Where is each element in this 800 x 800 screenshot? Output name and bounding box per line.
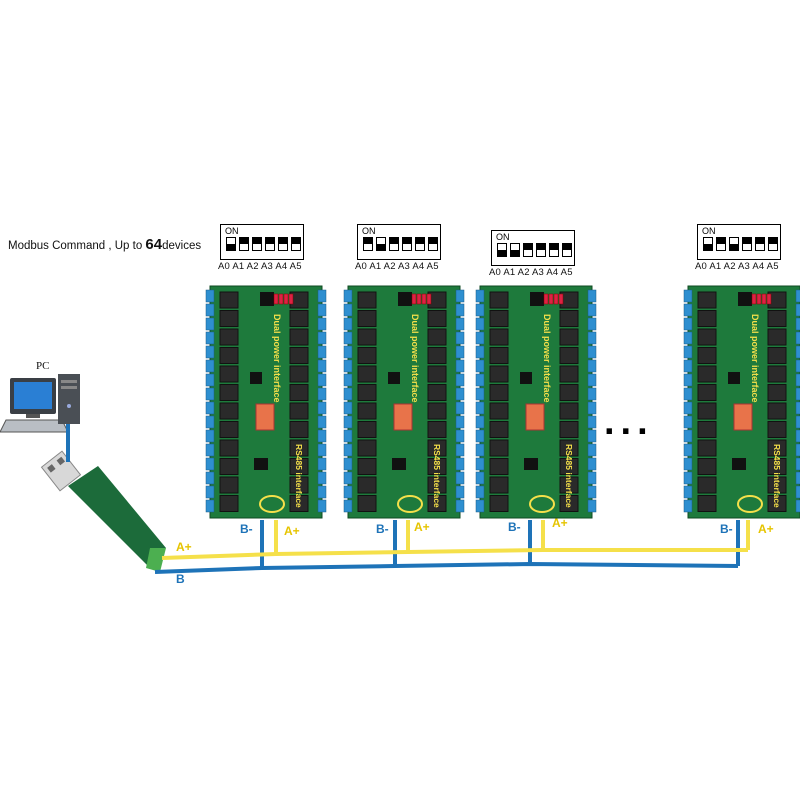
pc-computer-icon — [0, 374, 80, 433]
dip-switch-5 — [768, 237, 778, 251]
modbus-caption: Modbus Command , Up to 64devices — [8, 236, 201, 253]
caption-suffix: devices — [162, 240, 202, 252]
dual-power-label: Dual power interface — [410, 314, 420, 403]
dip-switch-1 — [376, 237, 386, 251]
b-minus-label: B- — [720, 522, 733, 536]
rs485-interface-label: RS485 interface — [294, 444, 304, 508]
rs485-interface-label: RS485 interface — [564, 444, 574, 508]
dip-switch-module-3: ON A0 A1 A2 A3 A4 A5 — [489, 230, 575, 278]
dip-switch-module-2: ON A0 A1 A2 A3 A4 A5 — [355, 224, 441, 272]
dip-on-label: ON — [362, 226, 376, 236]
dip-switch-box: ON — [697, 224, 781, 260]
dip-switch-3 — [402, 237, 412, 251]
caption-prefix: Modbus Command , Up to — [8, 240, 146, 252]
dip-pin-labels: A0 A1 A2 A3 A4 A5 — [218, 261, 302, 272]
b-bus-line — [154, 561, 739, 574]
dip-switch-3 — [265, 237, 275, 251]
a-plus-label: A+ — [284, 524, 300, 538]
a-bus-line — [161, 548, 748, 560]
dip-pin-labels: A0 A1 A2 A3 A4 A5 — [489, 267, 573, 278]
dip-on-label: ON — [225, 226, 239, 236]
dip-switch-0 — [226, 237, 236, 251]
b-minus-label: B- — [240, 522, 253, 536]
usb-a-plus-label: A+ — [176, 540, 192, 554]
dip-switch-0 — [703, 237, 713, 251]
dual-power-label: Dual power interface — [272, 314, 282, 403]
dual-power-label: Dual power interface — [542, 314, 552, 403]
dip-switch-box: ON — [220, 224, 304, 260]
dip-switch-4 — [415, 237, 425, 251]
dip-switch-box: ON — [491, 230, 575, 266]
pc-label: PC — [36, 360, 50, 372]
dip-switch-2 — [729, 237, 739, 251]
b-minus-label: B- — [376, 522, 389, 536]
dip-switch-1 — [239, 237, 249, 251]
a-plus-label: A+ — [552, 516, 568, 530]
usb-rs485-converter — [40, 450, 166, 572]
dip-switch-2 — [252, 237, 262, 251]
dip-switch-5 — [562, 243, 572, 257]
b-minus-label: B- — [508, 520, 521, 534]
dip-on-label: ON — [496, 232, 510, 242]
dip-switch-1 — [716, 237, 726, 251]
dip-switch-2 — [389, 237, 399, 251]
dip-switch-5 — [428, 237, 438, 251]
dip-switch-4 — [278, 237, 288, 251]
dip-pin-labels: A0 A1 A2 A3 A4 A5 — [355, 261, 439, 272]
dip-pin-labels: A0 A1 A2 A3 A4 A5 — [695, 261, 779, 272]
dip-switch-3 — [742, 237, 752, 251]
more-devices-ellipsis: ... — [604, 401, 654, 443]
dip-switch-module-1: ON A0 A1 A2 A3 A4 A5 — [218, 224, 304, 272]
dip-switch-2 — [523, 243, 533, 257]
dual-power-label: Dual power interface — [750, 314, 760, 403]
a-plus-label: A+ — [758, 522, 774, 536]
dip-switch-0 — [363, 237, 373, 251]
dip-switch-4 — [755, 237, 765, 251]
dip-switch-4 — [549, 243, 559, 257]
a-plus-label: A+ — [414, 520, 430, 534]
dip-switch-5 — [291, 237, 301, 251]
dip-switch-1 — [510, 243, 520, 257]
dip-switch-module-4: ON A0 A1 A2 A3 A4 A5 — [695, 224, 781, 272]
wires — [66, 424, 750, 574]
dip-switch-3 — [536, 243, 546, 257]
rs485-interface-label: RS485 interface — [432, 444, 442, 508]
dip-switch-box: ON — [357, 224, 441, 260]
caption-device-count: 64 — [145, 236, 163, 253]
dip-on-label: ON — [702, 226, 716, 236]
usb-b-label: B — [176, 572, 185, 586]
rs485-interface-label: RS485 interface — [772, 444, 782, 508]
dip-switch-0 — [497, 243, 507, 257]
